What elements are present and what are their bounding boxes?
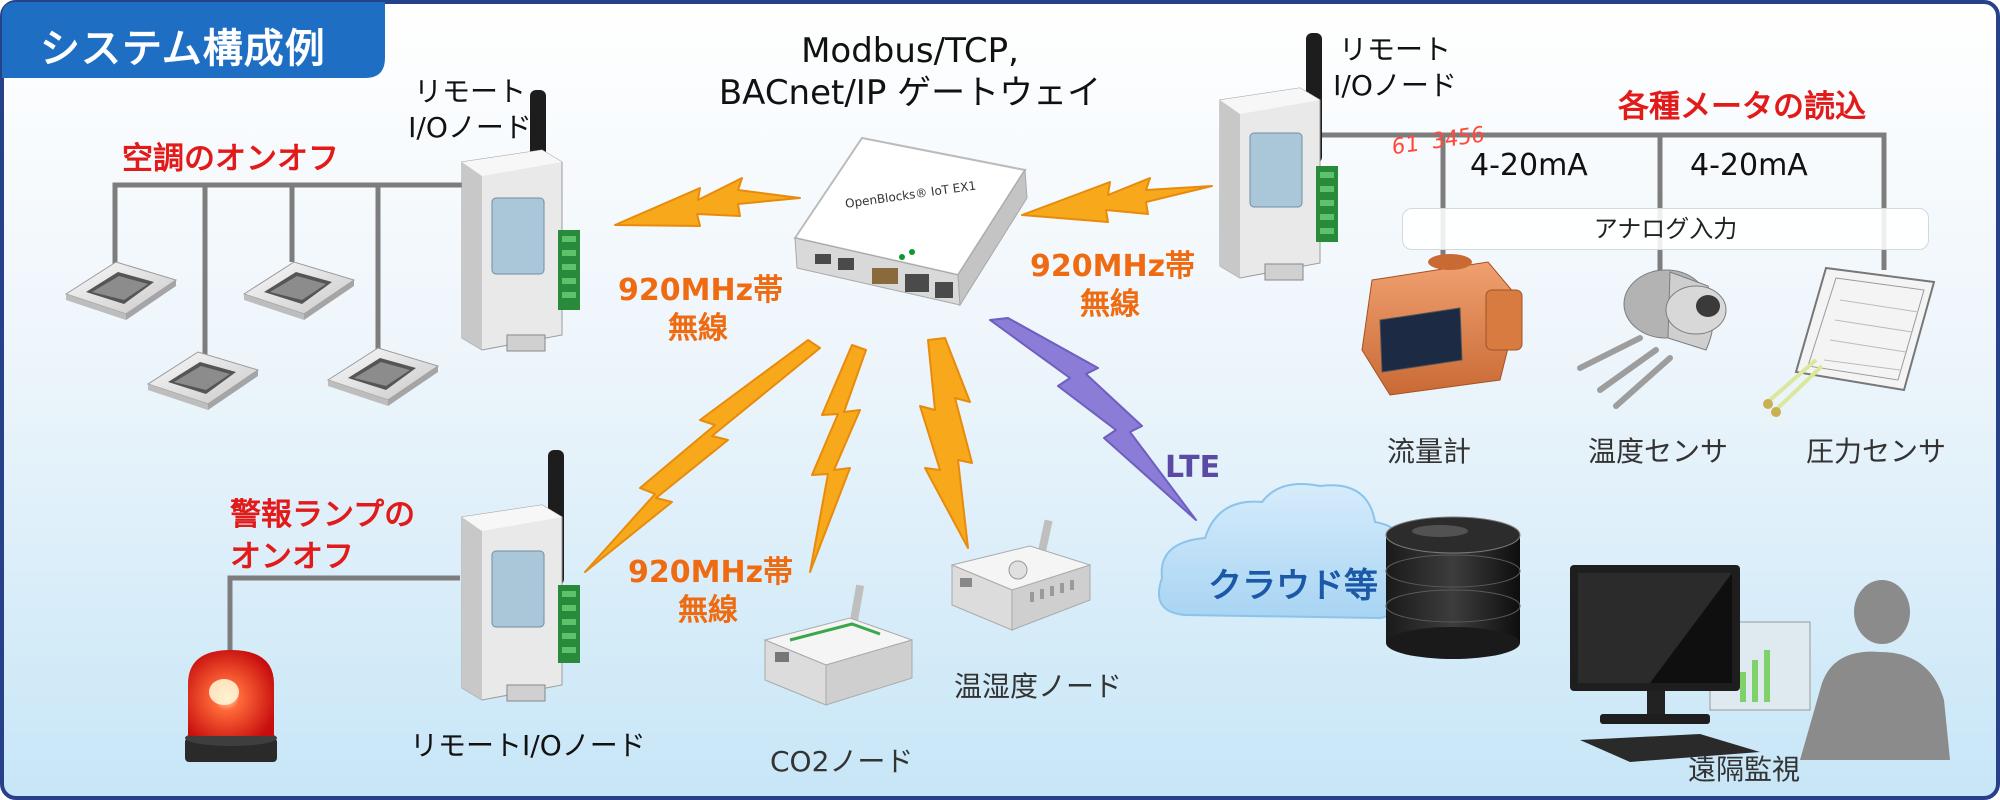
temp-humidity-sensor-device-icon (950, 519, 1092, 631)
radio-label-line1: 920MHz帯 (628, 555, 794, 590)
monitor-icon (1570, 565, 1811, 762)
ceiling-vent-icon (326, 347, 440, 406)
radio-bolt-icon (584, 339, 821, 573)
ceiling-vent-icon (242, 261, 356, 320)
remote-io-device-icon (461, 90, 580, 352)
alarm-label-line1: 警報ランプの (230, 497, 416, 533)
current-loop-label-1: 4-20mA (1470, 148, 1588, 183)
current-loop-label-2: 4-20mA (1690, 148, 1808, 183)
temperature-sensor-icon (1577, 269, 1727, 409)
remote-io-node-line2: I/Oノード (408, 111, 532, 144)
radio-label-line1: 920MHz帯 (1030, 249, 1196, 284)
gateway-protocol-line2: BACnet/IP ゲートウェイ (718, 73, 1102, 113)
radio-label-right: 920MHz帯 無線 (1030, 248, 1196, 324)
pressure-sensor-caption: 圧力センサ (1806, 435, 1947, 468)
cloud-label: クラウド等 (1208, 566, 1378, 606)
remote-io-node-line1: リモート (413, 75, 526, 108)
radio-bolt-icon (1021, 177, 1213, 223)
database-server-icon (1385, 516, 1521, 659)
ceiling-vent-icon (146, 351, 260, 410)
gateway-device-icon: OpenBlocks® IoT EX1 (793, 136, 1028, 307)
radio-label-bottom: 920MHz帯 無線 (628, 554, 794, 630)
radio-label-line2: 無線 (1080, 287, 1140, 322)
title-banner (2, 2, 385, 78)
temp-humidity-node-caption: 温湿度ノード (954, 670, 1123, 703)
remote-io-node-label-right: リモート I/Oノード (1320, 32, 1470, 104)
pressure-sensor-icon (1763, 266, 1936, 417)
radio-label-line1: 920MHz帯 (618, 273, 784, 308)
remote-io-device-icon (1219, 33, 1338, 281)
temperature-sensor-caption: 温度センサ (1588, 435, 1729, 468)
alarm-lamp-icon (185, 650, 277, 762)
radio-label-left: 920MHz帯 無線 (618, 272, 784, 348)
gateway-label: Modbus/TCP, BACnet/IP ゲートウェイ (700, 30, 1120, 114)
radio-bolt-icon (614, 177, 801, 227)
remote-monitoring-caption: 遠隔監視 (1688, 753, 1801, 786)
radio-label-line2: 無線 (678, 593, 738, 628)
remote-io-node-label-left: リモート I/Oノード (395, 74, 545, 146)
ceiling-vent-icon (64, 261, 178, 320)
alarm-lamp-label: 警報ランプの オンオフ (230, 494, 415, 578)
person-silhouette-icon (1800, 580, 1950, 760)
remote-io-node-line1: リモート (1338, 33, 1451, 66)
analog-input-bar: アナログ入力 (1402, 208, 1929, 250)
radio-bolt-icon (919, 337, 973, 549)
meters-label: 各種メータの読込 (1618, 89, 1866, 125)
remote-io-device-icon (461, 450, 580, 702)
alarm-label-line2: オンオフ (230, 539, 354, 575)
flow-meter-caption: 流量計 (1387, 435, 1472, 468)
remote-io-node-line2: I/Oノード (1333, 69, 1457, 102)
lte-label: LTE (1165, 450, 1221, 485)
radio-bolt-icon (809, 344, 867, 573)
aircon-label: 空調のオンオフ (122, 141, 339, 177)
co2-node-caption: CO2ノード (770, 745, 914, 778)
co2-sensor-device-icon (763, 584, 914, 706)
lte-bolt-icon (989, 317, 1197, 521)
remote-io-node-label-bottom: リモートI/Oノード (410, 729, 646, 762)
radio-label-line2: 無線 (668, 311, 728, 346)
gateway-protocol-line1: Modbus/TCP, (801, 31, 1019, 71)
diagram-title: システム構成例 (40, 26, 326, 72)
